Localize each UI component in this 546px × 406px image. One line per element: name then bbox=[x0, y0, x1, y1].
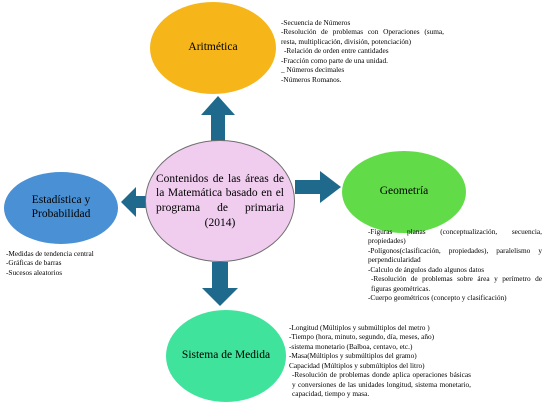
topic-item: -Relación de orden entre cantidades bbox=[284, 46, 389, 56]
node-medida-label: Sistema de Medida bbox=[181, 349, 271, 362]
topic-item: -Tiempo (hora, minuto, segundo, día, mes… bbox=[289, 332, 435, 342]
topic-item: Capacidad (Múltiplos y submúltiplos del … bbox=[289, 360, 425, 370]
topic-item: -Gráficas de barras bbox=[6, 258, 62, 268]
medida-topics: -Longitud (Múltiplos y submúltiplos del … bbox=[289, 323, 471, 399]
topic-item: -Resolución de problemas con Operaciones… bbox=[281, 27, 444, 46]
node-aritmetica: Aritmética bbox=[150, 2, 276, 94]
topic-item: -Calculo de ángulos dado algunos datos bbox=[368, 264, 485, 274]
topic-item: -Longitud (Múltiplos y submúltiplos del … bbox=[289, 323, 430, 332]
node-estadistica-label: Estadística y Probabilidad bbox=[31, 194, 91, 220]
topic-item: -Masa(Múltiplos y submúltiplos del gramo… bbox=[289, 351, 417, 361]
topic-item: -Sucesos aleatorios bbox=[6, 267, 63, 277]
topic-item: -Fracción como parte de una unidad. bbox=[281, 55, 388, 65]
node-medida: Sistema de Medida bbox=[166, 310, 286, 402]
estadistica-topics: -Medidas de tendencia central -Gráficas … bbox=[6, 249, 156, 277]
topic-item: -Secuencia de Números bbox=[281, 18, 351, 27]
topic-item: _ Números decimales bbox=[281, 65, 345, 75]
node-estadistica: Estadística y Probabilidad bbox=[4, 172, 118, 244]
node-aritmetica-label: Aritmética bbox=[188, 41, 238, 54]
node-geometria: Geometría bbox=[342, 151, 466, 233]
topic-item: -Figuras planas (conceptualización, secu… bbox=[368, 227, 542, 246]
arrow-down bbox=[202, 262, 238, 306]
topic-item: -sistema monetario (Balboa, centavo, etc… bbox=[289, 341, 413, 351]
node-center-label: Contenidos de las áreas de la Matemática… bbox=[156, 172, 284, 229]
arrow-right bbox=[295, 171, 341, 203]
arrow-left bbox=[121, 187, 146, 217]
node-center: Contenidos de las áreas de la Matemática… bbox=[145, 140, 295, 262]
arrow-up bbox=[201, 96, 235, 143]
topic-item: -Resolución de problemas donde aplica op… bbox=[292, 370, 471, 399]
node-geometria-label: Geometría bbox=[379, 185, 429, 198]
topic-item: -Resolución de problemas sobre área y pe… bbox=[371, 274, 542, 293]
topic-item: -Cuerpo geométricos (concepto y clasific… bbox=[368, 293, 507, 303]
topic-item: -Polígonos(clasificación, propiedades), … bbox=[368, 245, 542, 265]
topic-item: -Medidas de tendencia central bbox=[6, 249, 94, 258]
geometria-topics: -Figuras planas (conceptualización, secu… bbox=[368, 227, 542, 303]
aritmetica-topics: -Secuencia de Números -Resolución de pro… bbox=[281, 18, 444, 84]
topic-item: -Números Romanos. bbox=[281, 74, 342, 84]
